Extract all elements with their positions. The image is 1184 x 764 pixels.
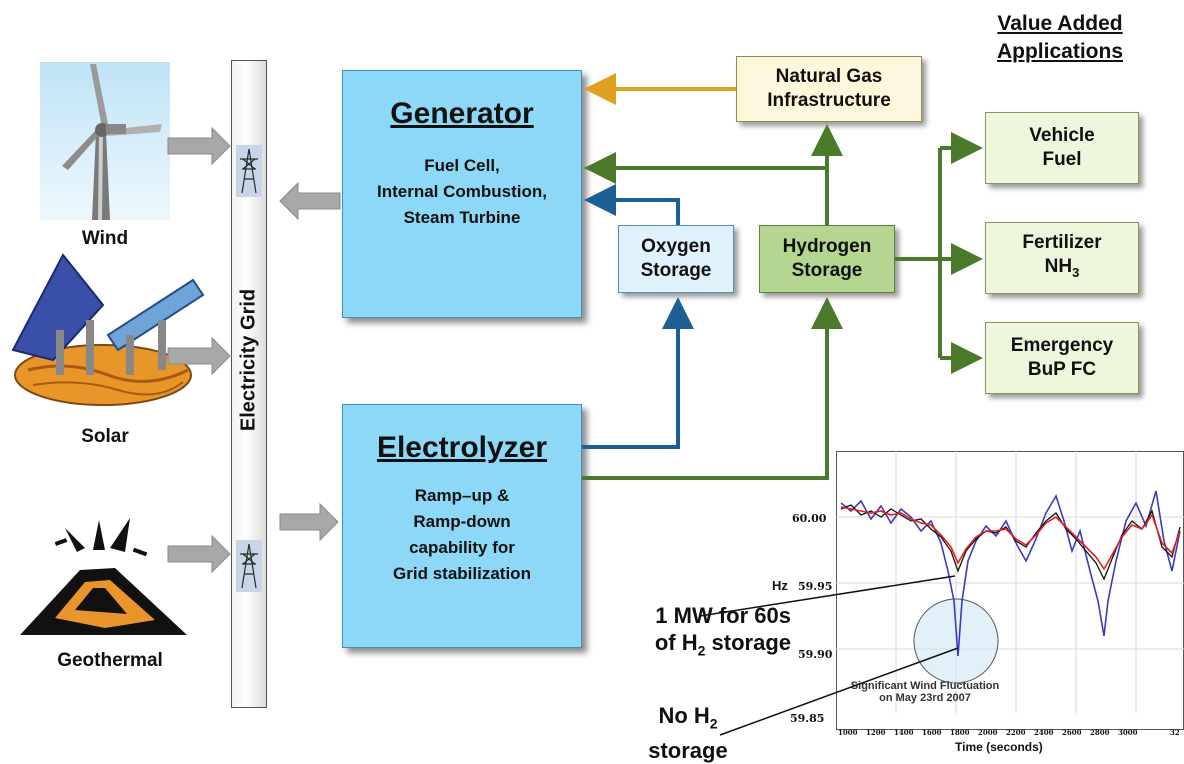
geothermal-label: Geothermal — [57, 650, 163, 671]
generator-title: Generator — [390, 97, 534, 130]
electricity-grid-label: Electricity Grid — [237, 288, 260, 432]
volcano-icon — [20, 518, 187, 635]
xtick: 2600 — [1062, 728, 1082, 737]
pylon-icon — [236, 145, 262, 197]
xtick: 2800 — [1090, 728, 1110, 737]
plot-xlabel: Time (seconds) — [955, 740, 1043, 754]
xtick: 2400 — [1034, 728, 1054, 737]
xtick: 2000 — [978, 728, 998, 737]
wind-label: Wind — [81, 228, 129, 249]
ytick-59-95: 59.95 — [798, 580, 833, 593]
ytick-59-85: 59.85 — [790, 712, 825, 725]
xtick: 1800 — [950, 728, 970, 737]
electrolyzer-title: Electrolyzer — [376, 431, 548, 464]
annotation-1mw: 1 MW for 60s of H2 storage — [654, 603, 791, 659]
xtick: 32 — [1170, 728, 1180, 737]
wind-turbine-icon — [40, 62, 170, 220]
y-unit-label: Hz — [772, 578, 788, 593]
annotation-no-h2: No H2 storage — [648, 703, 728, 764]
pylon-icon — [236, 540, 262, 592]
solar-label: Solar — [81, 426, 129, 447]
xtick: 1400 — [894, 728, 914, 737]
xtick: 1200 — [866, 728, 886, 737]
plot-note: Significant Wind Fluctuation on May 23rd… — [850, 680, 1000, 704]
value-added-heading: Value Added Applications — [996, 12, 1123, 63]
solar-panel-icon — [11, 253, 205, 406]
xtick: 1600 — [922, 728, 942, 737]
xtick: 1000 — [838, 728, 858, 737]
ytick-60-00: 60.00 — [792, 512, 827, 525]
ytick-59-90: 59.90 — [798, 648, 833, 661]
generator-box: Generator Fuel Cell, Internal Combustion… — [342, 70, 582, 318]
xtick: 3000 — [1118, 728, 1138, 737]
electrolyzer-box: Electrolyzer Ramp–up & Ramp-down capabil… — [342, 404, 582, 648]
xtick: 2200 — [1006, 728, 1026, 737]
